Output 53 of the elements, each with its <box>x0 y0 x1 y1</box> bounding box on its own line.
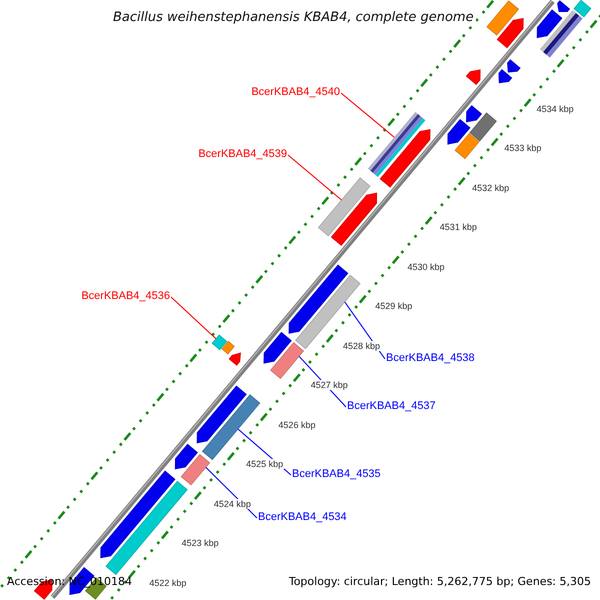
tick-label: 4527 kbp <box>310 380 349 390</box>
gene-block <box>228 352 241 366</box>
gene-block <box>174 444 198 470</box>
gene-block <box>368 112 426 177</box>
gene-block <box>100 470 176 558</box>
gene-label: BcerKBAB4_4535 <box>292 468 381 480</box>
gene-block <box>469 112 497 142</box>
gene-label: BcerKBAB4_4538 <box>386 352 475 364</box>
gene-block <box>496 18 524 48</box>
gene-block <box>466 69 481 86</box>
tick-label: 4523 kbp <box>180 538 220 548</box>
gene-block <box>486 0 520 36</box>
tick-label: 4528 kbp <box>342 340 382 351</box>
gene-label: BcerKBAB4_4539 <box>198 148 287 160</box>
tick-label: 4533 kbp <box>503 143 542 154</box>
tick-label: 4530 kbp <box>406 262 446 272</box>
gene-block <box>221 340 235 354</box>
leader-line <box>170 296 216 340</box>
tick-label: 4529 kbp <box>374 301 414 312</box>
gene-block <box>454 133 480 160</box>
gene-block <box>196 386 247 444</box>
gene-block <box>330 192 378 246</box>
gene-block <box>380 129 430 188</box>
tick-label: 4526 kbp <box>277 420 316 430</box>
gene-block <box>507 59 521 73</box>
gene-block <box>264 332 292 364</box>
gene-block <box>180 454 210 486</box>
gene-block <box>540 10 583 58</box>
gene-label: BcerKBAB4_4537 <box>347 400 436 412</box>
gene-block <box>288 264 348 334</box>
gene-block <box>466 105 482 122</box>
gene-block <box>536 9 562 38</box>
tick-label: 4531 kbp <box>438 222 478 232</box>
gene-block <box>447 118 470 145</box>
genome-stats-text: Topology: circular; Length: 5,262,775 bp; Genes: 5,305 <box>288 574 592 590</box>
tick-label: 4524 kbp <box>212 498 252 509</box>
leader-line <box>340 92 395 138</box>
tick-label: 4532 kbp <box>471 182 510 193</box>
tick-label: 4534 kbp <box>536 104 575 114</box>
gene-block <box>498 69 512 84</box>
gene-block <box>202 394 260 460</box>
gene-block <box>270 342 304 379</box>
tick-label: 4525 kbp <box>245 459 284 470</box>
gene-label: BcerKBAB4_4534 <box>258 511 347 523</box>
gene-block <box>318 177 371 236</box>
leader-line <box>288 154 342 201</box>
tick-label: 4522 kbp <box>148 578 188 588</box>
gene-block <box>295 274 361 350</box>
gene-block <box>574 0 592 18</box>
gene-label: BcerKBAB4_4536 <box>81 290 170 302</box>
title: Bacillus weihenstephanensis KBAB4, complete genome <box>111 9 476 26</box>
gene-block <box>212 334 228 350</box>
gene-label: BcerKBAB4_4540 <box>251 86 340 98</box>
